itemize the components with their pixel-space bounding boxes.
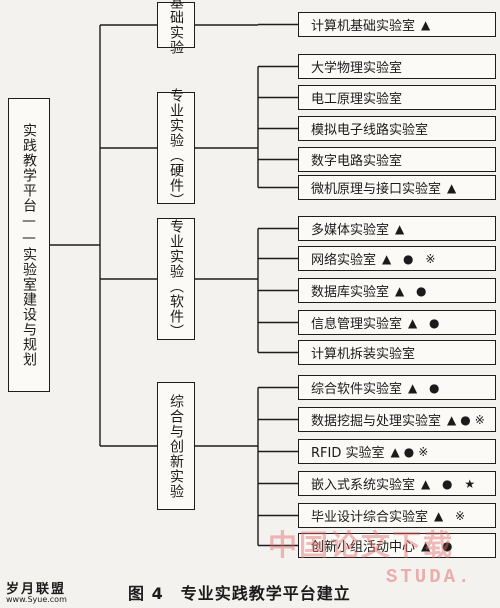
lab-marks: ▲●※ [447, 412, 489, 427]
root-node: 实践教学平台——实验室建设与规划 [8, 98, 50, 392]
lab-item: 数据挖掘与处理实验室 ▲●※ [298, 407, 496, 432]
lab-name: 嵌入式系统实验室 [311, 478, 416, 493]
lab-item: RFID 实验室 ▲●※ [298, 439, 496, 464]
lab-item: 计算机拆装实验室 [298, 340, 496, 365]
lab-item: 毕业设计综合实验室 ▲ ※ [298, 503, 496, 528]
lab-item: 数字电路实验室 [298, 147, 496, 172]
lab-marks: ▲ ● [395, 283, 431, 298]
lab-name: 微机原理与接口实验室 [311, 182, 442, 197]
lab-item: 微机原理与接口实验室 ▲ [298, 175, 496, 200]
lab-item: 数据库实验室 ▲ ● [298, 278, 496, 303]
site-logo-url: www.Syue.com [6, 595, 67, 604]
lab-marks: ▲ [447, 180, 461, 195]
category-node: 综合与创新实验 [157, 382, 195, 510]
lab-item: 网络实验室 ▲ ● ※ [298, 246, 496, 271]
lab-item: 电工原理实验室 [298, 85, 496, 110]
lab-name: 数据挖掘与处理实验室 [311, 414, 442, 429]
lab-marks: ▲ ● ★ [421, 476, 480, 491]
lab-name: 计算机基础实验室 [311, 19, 416, 34]
category-label: 专业实验（硬件） [168, 88, 184, 208]
lab-marks: ▲ ● [421, 538, 457, 553]
lab-item: 综合软件实验室 ▲ ● [298, 375, 496, 400]
lab-name: 数据库实验室 [311, 285, 390, 300]
category-label: 基础实验 [168, 0, 184, 55]
lab-item: 计算机基础实验室 ▲ [298, 12, 496, 37]
lab-marks: ▲●※ [390, 444, 433, 459]
lab-marks: ▲ ● [408, 380, 444, 395]
lab-name: 模拟电子线路实验室 [311, 123, 429, 138]
lab-name: 多媒体实验室 [311, 223, 390, 238]
lab-name: 数字电路实验室 [311, 154, 403, 169]
lab-name: 信息管理实验室 [311, 317, 403, 332]
lab-name: 大学物理实验室 [311, 61, 403, 76]
lab-item: 模拟电子线路实验室 [298, 116, 496, 141]
category-node: 专业实验（软件） [157, 218, 195, 340]
category-node: 专业实验（硬件） [157, 88, 195, 208]
lab-name: 网络实验室 [311, 253, 377, 268]
lab-marks: ▲ ● ※ [382, 251, 440, 266]
lab-item: 大学物理实验室 [298, 54, 496, 79]
category-label: 专业实验（软件） [168, 219, 184, 339]
lab-marks: ▲ [421, 17, 435, 32]
lab-item: 嵌入式系统实验室 ▲ ● ★ [298, 471, 496, 496]
root-label: 实践教学平台——实验室建设与规划 [21, 123, 37, 367]
watermark-en: STUDA. [386, 566, 473, 588]
category-label: 综合与创新实验 [168, 393, 184, 499]
lab-marks: ▲ [395, 221, 409, 236]
lab-name: 计算机拆装实验室 [311, 347, 416, 362]
category-node: 基础实验 [157, 0, 195, 55]
lab-item: 创新小组活动中心 ▲ ● [298, 533, 496, 558]
lab-name: 电工原理实验室 [311, 92, 403, 107]
lab-name: 毕业设计综合实验室 [311, 510, 429, 525]
lab-name: 综合软件实验室 [311, 382, 403, 397]
lab-item: 多媒体实验室 ▲ [298, 216, 496, 241]
figure-caption: 图 4 专业实践教学平台建立 [128, 584, 351, 603]
lab-marks: ▲ ※ [434, 508, 470, 523]
lab-marks: ▲ ● [408, 315, 444, 330]
lab-item: 信息管理实验室 ▲ ● [298, 310, 496, 335]
site-logo-text: 岁月联盟 [6, 582, 67, 597]
lab-name: RFID 实验室 [311, 446, 385, 461]
watermark-cn: 中国论文下载 [268, 528, 455, 562]
lab-name: 创新小组活动中心 [311, 540, 416, 555]
